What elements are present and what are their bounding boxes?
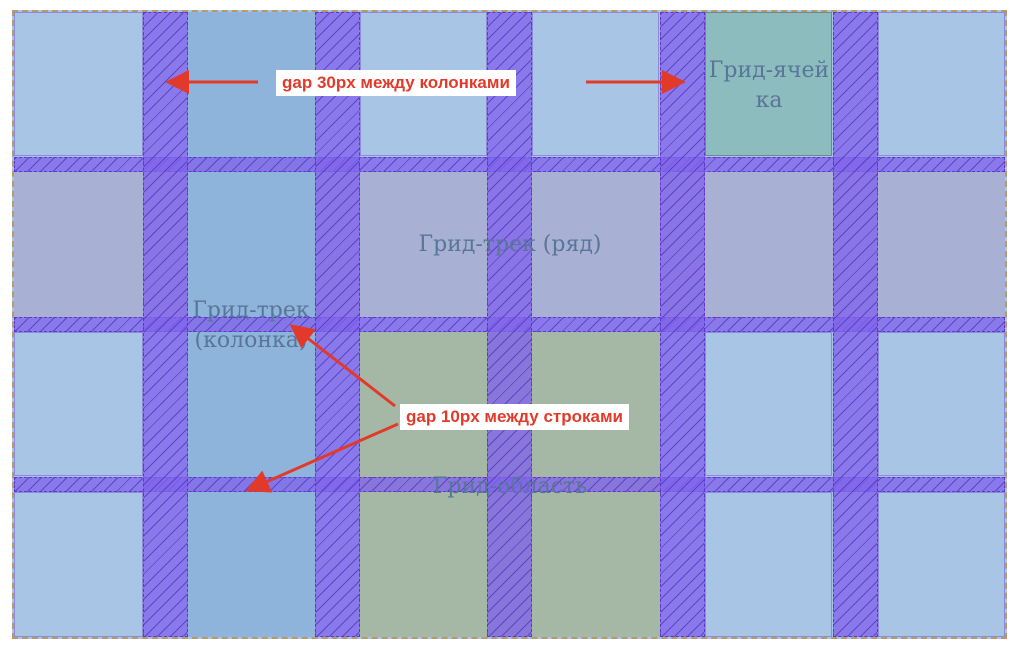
cell-outline xyxy=(14,12,143,156)
column-track-label: Грид-трек (колонка) xyxy=(192,298,310,353)
cell-outline xyxy=(14,492,143,637)
cell-outline xyxy=(878,332,1005,476)
column-gap xyxy=(833,12,878,637)
grid-area-label: Грид-область xyxy=(432,474,588,499)
cell-outline xyxy=(14,332,143,476)
cell-outline xyxy=(705,492,832,637)
cell-outline xyxy=(878,492,1005,637)
cell-outline xyxy=(705,332,832,476)
grid-cell-highlight xyxy=(705,12,832,156)
row-gap-callout: gap 10px между строками xyxy=(400,404,629,430)
row-track-label: Грид-трек (ряд) xyxy=(418,232,602,257)
column-gap xyxy=(487,12,532,637)
column-gap xyxy=(143,12,188,637)
cell-outline xyxy=(532,12,659,156)
column-gap xyxy=(660,12,705,637)
grid-cell-label: Грид-ячейка xyxy=(708,58,830,113)
cell-outline xyxy=(878,12,1005,156)
column-gap xyxy=(315,12,360,637)
column-gap-callout: gap 30px между колонками xyxy=(276,70,516,96)
